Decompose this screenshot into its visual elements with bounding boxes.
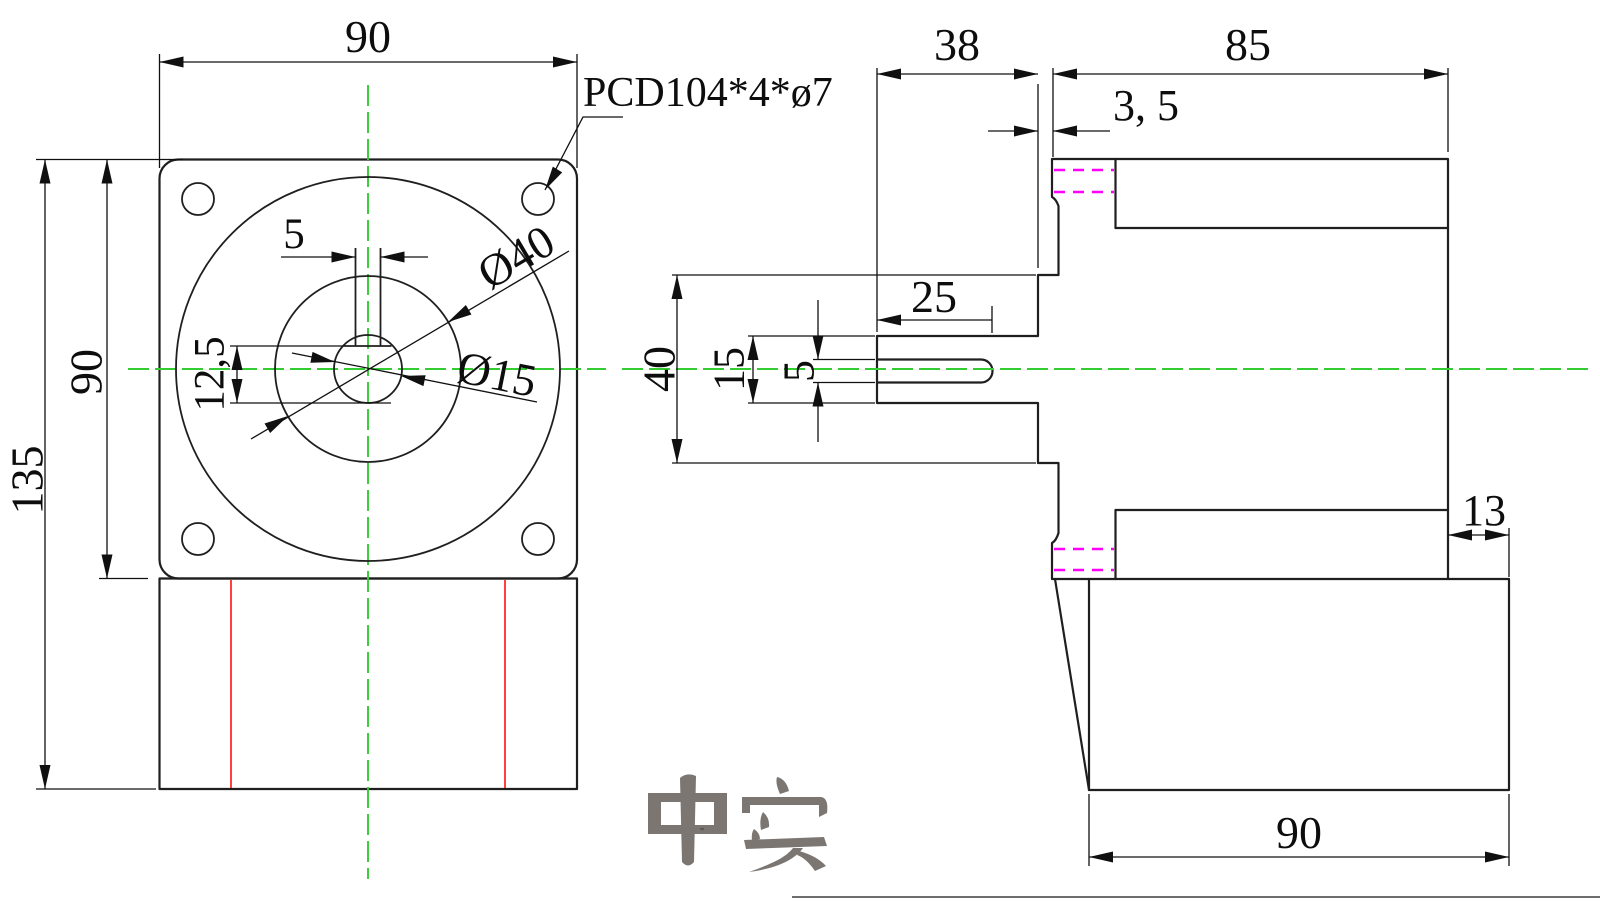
front-mount-hole-bottom-left [181,522,215,556]
pcd-note-label: PCD104*4*ø7 [583,70,833,116]
side-view: 38 85 3, 5 25 40 15 5 13 90 [622,19,1588,866]
logo-text: 中实 [648,774,828,872]
front-centerlines [128,85,606,879]
front-arrowheads [39,56,577,789]
dim-side-shaft-height: 15 [705,347,754,391]
svg-text:中实: 中实 [700,827,704,831]
dim-front-keyway-depth: 12,5 [187,336,234,411]
front-hidden-body-tangent-lines [230,580,506,788]
dim-side-keyway-length: 25 [911,271,957,322]
front-mount-hole-top-right [521,182,555,216]
dim-side-box-overhang: 13 [1462,486,1506,535]
front-extension-lines [36,54,578,790]
dim-side-keyway-height: 5 [775,360,824,382]
front-pilot-boss-circle-40 [274,275,462,463]
side-shaft-keyway-slot [875,358,994,384]
dim-side-boss-height: 40 [634,346,685,392]
side-extension-lines [672,68,1510,866]
dim-front-keyway-width: 5 [283,211,305,258]
front-view: 90 135 90 5 12,5 Ø40 Ø15 PCD104*4*ø7 [2,11,833,879]
dim-side-body-length: 85 [1225,19,1271,70]
dim-side-pilot-depth: 3, 5 [1113,81,1179,130]
side-arrowheads [671,68,1509,863]
front-mount-hole-top-left [181,182,215,216]
dim-front-boss-diameter: Ø40 [469,215,563,299]
dim-front-shaft-diameter: Ø15 [453,341,541,407]
side-hidden-holes [1054,168,1114,572]
dim-front-flange-height: 90 [61,349,112,395]
front-mount-hole-bottom-right [521,522,555,556]
dim-side-box-width: 90 [1276,807,1322,858]
dim-side-shaft-length: 38 [934,19,980,70]
side-interior-edges [875,157,1450,792]
front-dimension-lines [44,61,623,789]
dim-front-width: 90 [345,11,391,62]
side-body-silhouette [875,157,1511,792]
front-gearhead-boss-circle [175,176,561,562]
dim-front-total-height: 135 [2,446,53,515]
front-keyway [344,248,392,347]
